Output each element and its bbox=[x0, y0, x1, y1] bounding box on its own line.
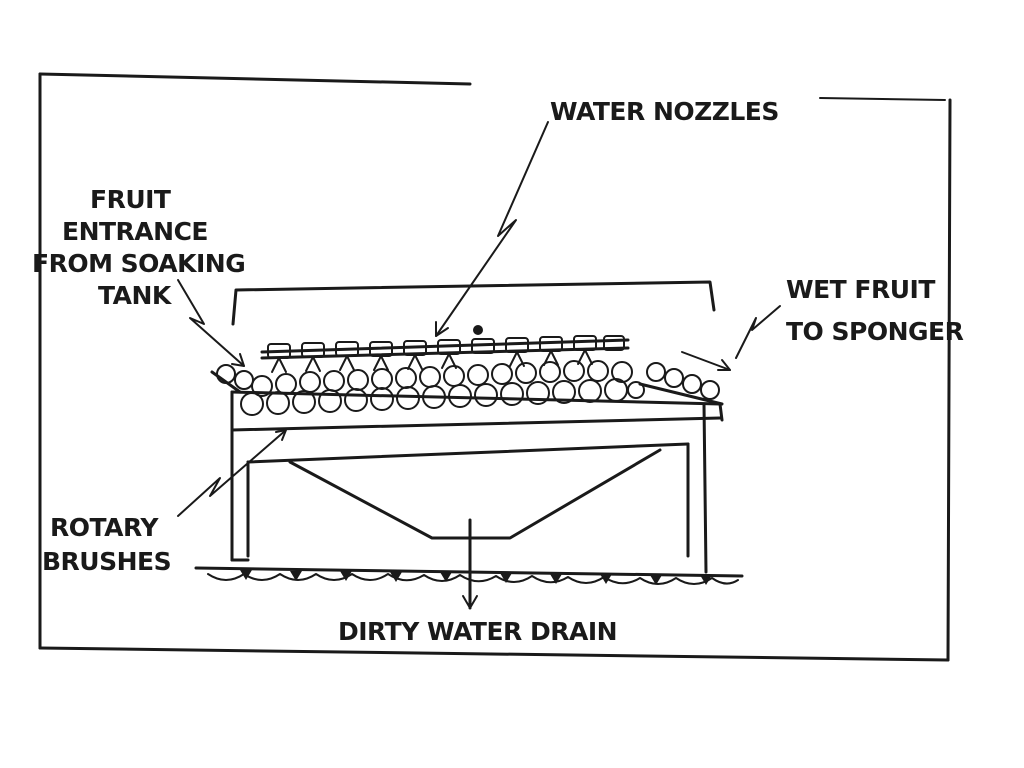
label-water-nozzles: WATER NOZZLES bbox=[550, 97, 779, 126]
drain-hopper bbox=[288, 448, 662, 610]
machine-hood bbox=[231, 280, 716, 326]
label-wet-fruit-2: TO SPONGER bbox=[786, 317, 964, 346]
floor bbox=[194, 566, 744, 585]
label-fruit-entrance-2: ENTRANCE bbox=[62, 217, 208, 246]
nozzles-leader bbox=[435, 121, 549, 337]
label-dirty-water-drain: DIRTY WATER DRAIN bbox=[338, 617, 617, 646]
label-fruit-entrance-3: FROM SOAKING bbox=[32, 249, 245, 278]
label-rotary-brushes-2: BRUSHES bbox=[42, 547, 171, 576]
entrance-chute bbox=[210, 370, 242, 394]
wet-fruit-leader bbox=[735, 305, 781, 359]
nozzle-manifold bbox=[260, 325, 630, 373]
entrance-leader bbox=[177, 279, 245, 367]
washer-body bbox=[230, 390, 724, 574]
exit-chute bbox=[638, 362, 724, 406]
label-rotary-brushes-1: ROTARY bbox=[50, 513, 159, 542]
label-fruit-entrance-4: TANK bbox=[98, 281, 173, 310]
label-wet-fruit-1: WET FRUIT bbox=[786, 275, 935, 304]
wet-fruit-arrow bbox=[681, 351, 731, 371]
leader-lines bbox=[177, 121, 781, 517]
brushes-leader bbox=[177, 429, 287, 517]
label-fruit-entrance-1: FRUIT bbox=[90, 185, 171, 214]
figure-frame bbox=[38, 72, 952, 662]
